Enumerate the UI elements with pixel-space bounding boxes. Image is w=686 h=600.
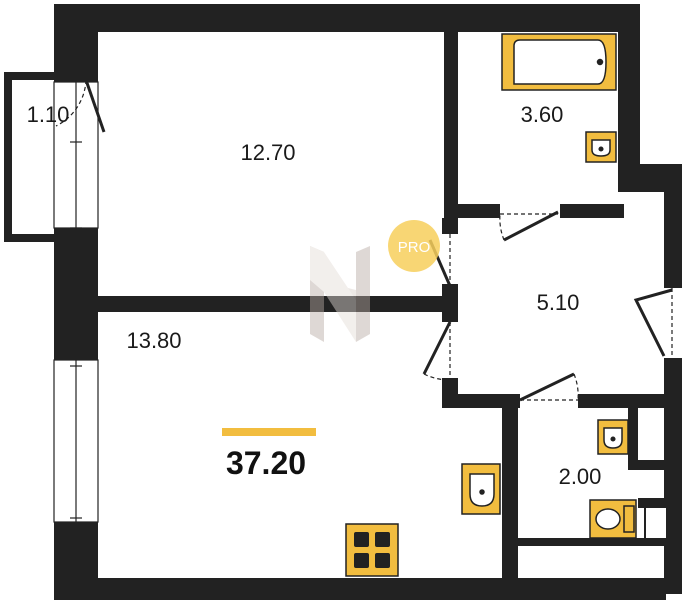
wall-bath-hall-left: [444, 204, 500, 218]
wall-hall-wc-right: [578, 394, 682, 408]
sink-icon: [597, 419, 629, 455]
walls: [4, 4, 682, 600]
pro-badge: [388, 220, 440, 272]
h-logo-watermark: [310, 246, 370, 342]
hall-jamb-mid: [442, 284, 458, 322]
hall-jamb-top: [442, 218, 458, 234]
wc-niche-wall: [628, 404, 638, 468]
doors: [55, 79, 673, 402]
entrance-door-leaf: [633, 288, 673, 357]
wc-niche-bottom: [628, 460, 682, 470]
bedroom-area-label: 12.70: [240, 140, 295, 165]
balcony-door-leaf: [84, 79, 106, 133]
balcony-area-label: 1.10: [27, 102, 70, 127]
bathroom-area-label: 3.60: [521, 102, 564, 127]
left-wall-middle: [54, 228, 98, 360]
stove-icon: [345, 523, 399, 577]
right-wall-bath: [618, 4, 640, 172]
pro-badge-label: PRO: [398, 239, 431, 256]
wc-bottom-divider: [514, 538, 682, 546]
wc-area-label: 2.00: [559, 464, 602, 489]
windows: [53, 81, 99, 523]
right-wall-hall-upper: [664, 164, 682, 288]
bottom-wall: [54, 578, 666, 600]
bathtub-icon: [501, 33, 617, 91]
right-wall-lower: [664, 358, 682, 594]
wc-shelf-gap: [646, 508, 666, 538]
bath-door-leaf: [503, 210, 559, 242]
wall-bedroom-bath: [444, 32, 458, 232]
wall-bath-hall-right: [560, 204, 624, 218]
total-accent-bar: [222, 428, 316, 436]
toilet-icon: [589, 499, 637, 539]
living-kitchen-area-label: 13.80: [126, 328, 181, 353]
wall-living-wc: [502, 394, 518, 594]
total-area-label: 37.20: [226, 445, 306, 481]
balcony-floor: [12, 80, 54, 234]
wall-bedroom-living: [98, 296, 448, 312]
sink-icon: [585, 131, 617, 163]
wc-door-leaf: [519, 372, 575, 402]
living-door-leaf: [422, 321, 452, 375]
sink-icon: [461, 463, 501, 515]
fixtures: [345, 33, 637, 577]
wall-hall-wc-left: [442, 394, 520, 408]
hallway-area-label: 5.10: [537, 290, 580, 315]
top-wall: [54, 4, 640, 32]
